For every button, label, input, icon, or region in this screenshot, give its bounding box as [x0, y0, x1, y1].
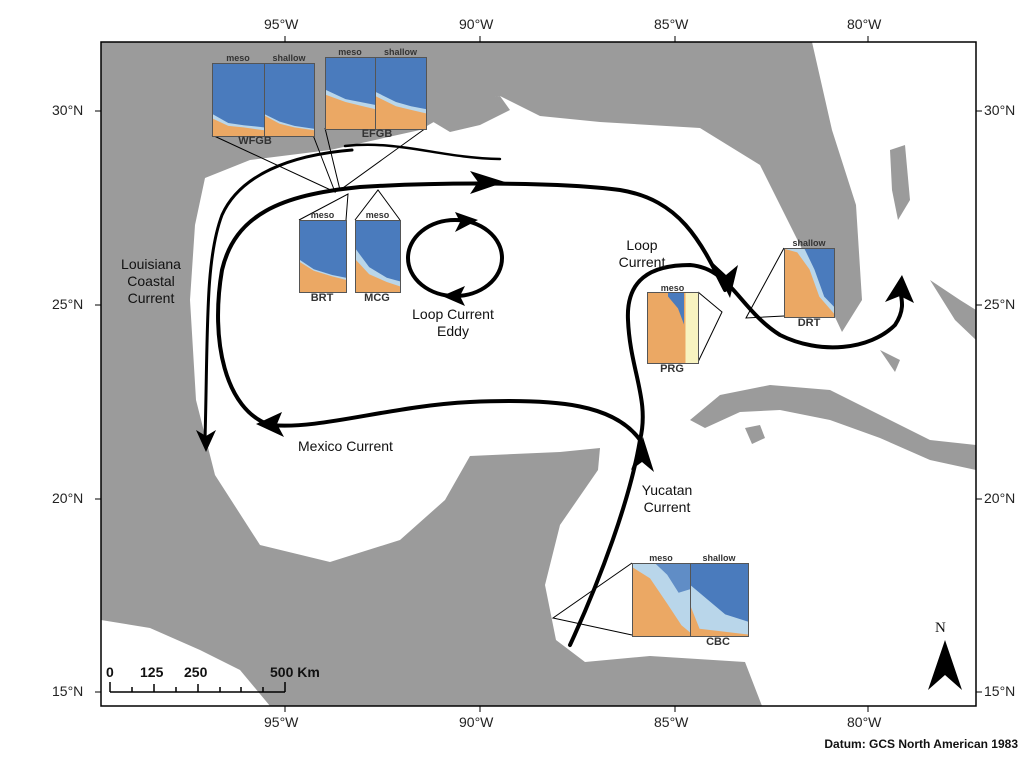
- site-label-brt: BRT: [310, 292, 334, 304]
- arrowhead-icon: [196, 430, 216, 452]
- arrowhead-icon: [442, 286, 465, 306]
- arrowhead-icon: [631, 437, 654, 472]
- site-label-prg: PRG: [660, 363, 684, 375]
- north-arrow-icon: [928, 640, 962, 690]
- loop-current-eddy-label: Loop Current Eddy: [412, 306, 494, 339]
- panel-header: meso: [365, 210, 390, 220]
- panel-header: meso: [660, 283, 685, 293]
- lon-label: 85°W: [654, 714, 689, 730]
- structure-plot-wfgb-meso: [212, 63, 265, 137]
- arrowhead-icon: [455, 212, 478, 232]
- structure-plot-brt-meso: [299, 220, 347, 293]
- arrowhead-icon: [712, 262, 738, 298]
- lon-label: 95°W: [264, 714, 299, 730]
- structure-plot-efgb-shallow: [375, 57, 427, 130]
- lat-label: 30°N: [984, 102, 1016, 118]
- loop-current-label: Loop Current: [618, 237, 666, 270]
- structure-plot-drt-shallow: [784, 248, 835, 318]
- lat-label: 15°N: [52, 683, 84, 699]
- arrowhead-icon: [885, 275, 914, 303]
- yucatan-current-label: Yucatan Current: [641, 482, 693, 515]
- site-label-mcg: MCG: [364, 292, 390, 304]
- loop-mexico-current-path: [216, 181, 727, 442]
- map-frame: [100, 41, 977, 707]
- lon-label: 90°W: [459, 714, 494, 730]
- scale-label: 250: [184, 664, 208, 680]
- lat-label: 20°N: [984, 490, 1016, 506]
- scale-label: 500 Km: [270, 664, 320, 680]
- structure-plot-mcg-meso: [355, 220, 401, 293]
- mexico-current-label: Mexico Current: [298, 438, 393, 454]
- panel-header: meso: [310, 210, 335, 220]
- north-label: N: [935, 620, 946, 636]
- arrowhead-icon: [470, 171, 505, 194]
- scale-label: 125: [140, 664, 164, 680]
- louisiana-coastal-current-path: [203, 148, 354, 442]
- scale-label: 0: [106, 664, 114, 680]
- panel-header: shallow: [272, 53, 306, 63]
- lon-label: 80°W: [847, 714, 882, 730]
- panel-header: meso: [338, 47, 362, 57]
- site-label-wfgb: WFGB: [238, 135, 272, 147]
- structure-plot-cbc-shallow: [690, 563, 749, 637]
- lat-label: 25°N: [52, 296, 84, 312]
- datum-text: Datum: GCS North American 1983: [824, 737, 1018, 751]
- scale-bar: [109, 682, 286, 693]
- lat-label: 15°N: [984, 683, 1016, 699]
- mississippi-outflow-line: [343, 143, 502, 161]
- site-label-drt: DRT: [797, 317, 821, 329]
- gulf-caribbean-water: [190, 42, 976, 706]
- panel-header: shallow: [702, 553, 736, 563]
- lon-label: 95°W: [264, 16, 299, 32]
- panel-header: meso: [226, 53, 250, 63]
- arrowhead-icon: [256, 412, 284, 437]
- lat-label: 25°N: [984, 296, 1016, 312]
- lat-label: 30°N: [52, 102, 84, 118]
- lat-label: 20°N: [52, 490, 84, 506]
- structure-plot-prg-meso: [647, 292, 699, 364]
- inset-leader-lines: [211, 127, 785, 636]
- lon-label: 85°W: [654, 16, 689, 32]
- structure-plot-cbc-meso: [632, 563, 691, 637]
- louisiana-coastal-current-label: Louisiana Coastal Current: [121, 256, 181, 306]
- lon-label: 90°W: [459, 16, 494, 32]
- pacific-water: [101, 620, 270, 706]
- structure-plot-wfgb-shallow: [264, 63, 315, 137]
- isle-of-youth: [745, 425, 765, 444]
- cuba: [690, 385, 976, 470]
- bahamas: [880, 145, 976, 372]
- structure-plot-efgb-meso: [325, 57, 376, 130]
- yucatan-loop-current-path: [568, 262, 904, 647]
- lon-label: 80°W: [847, 16, 882, 32]
- panel-header: shallow: [792, 238, 826, 248]
- site-label-efgb: EFGB: [361, 128, 393, 140]
- panel-header: shallow: [383, 47, 417, 57]
- mississippi-delta: [430, 96, 510, 132]
- panel-header: meso: [649, 553, 673, 563]
- site-label-cbc: CBC: [706, 636, 730, 648]
- graticule-ticks: [95, 36, 982, 712]
